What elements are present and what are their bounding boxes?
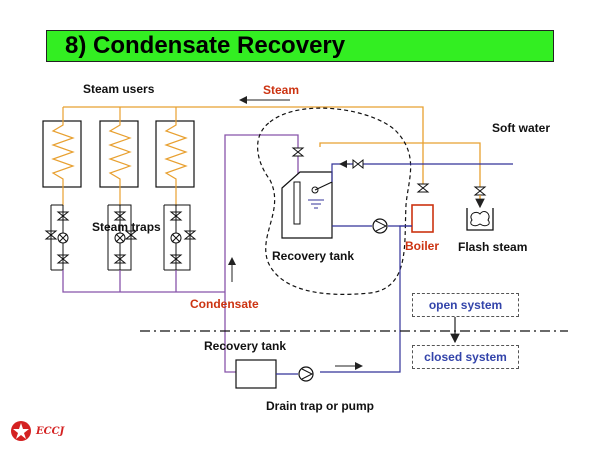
boiler-steam-valve [416, 183, 430, 193]
label-flash-steam: Flash steam [458, 240, 528, 254]
trap-assembly-1 [44, 204, 70, 271]
label-recovery-tank-lower: Recovery tank [204, 339, 287, 353]
logo-text: ECCJ [36, 425, 65, 437]
steam-user-3 [155, 107, 195, 206]
eccj-logo-icon [11, 421, 31, 441]
flash-steam-vessel [466, 186, 494, 231]
legend-open-system: open system [412, 293, 519, 317]
lower-return-line [320, 225, 412, 373]
label-steam-traps: Steam traps [92, 220, 161, 234]
trap-assembly-2 [107, 204, 138, 271]
steam-user-2 [99, 107, 139, 206]
tank-inlet-valve [291, 147, 305, 157]
steam-supply-line [63, 106, 481, 205]
steam-user-exchangers [42, 107, 195, 206]
steam-trap-bypasses [44, 204, 197, 271]
legend-closed-system: closed system [412, 345, 519, 369]
page-title: 8) Condensate Recovery [65, 32, 346, 59]
soft-water-valve [352, 158, 364, 170]
steam-user-1 [42, 107, 82, 206]
soft-water-line [331, 163, 513, 182]
open-system-boundary [257, 107, 412, 295]
label-drain-trap-or-pump: Drain trap or pump [266, 399, 375, 413]
label-boiler: Boiler [405, 239, 440, 253]
label-steam-users: Steam users [83, 82, 155, 96]
label-recovery-tank-upper: Recovery tank [272, 249, 355, 263]
label-steam: Steam [263, 83, 300, 97]
trap-assembly-3 [163, 204, 197, 271]
label-soft-water: Soft water [492, 121, 551, 135]
label-condensate: Condensate [190, 297, 259, 311]
boiler [411, 204, 434, 233]
eccj-logo: ECCJ [10, 420, 64, 442]
feed-pump-icon [372, 218, 388, 234]
lower-recovery-system [224, 292, 363, 389]
title-bar: 8) Condensate Recovery [46, 30, 554, 62]
recovery-tank-upper [281, 171, 333, 239]
